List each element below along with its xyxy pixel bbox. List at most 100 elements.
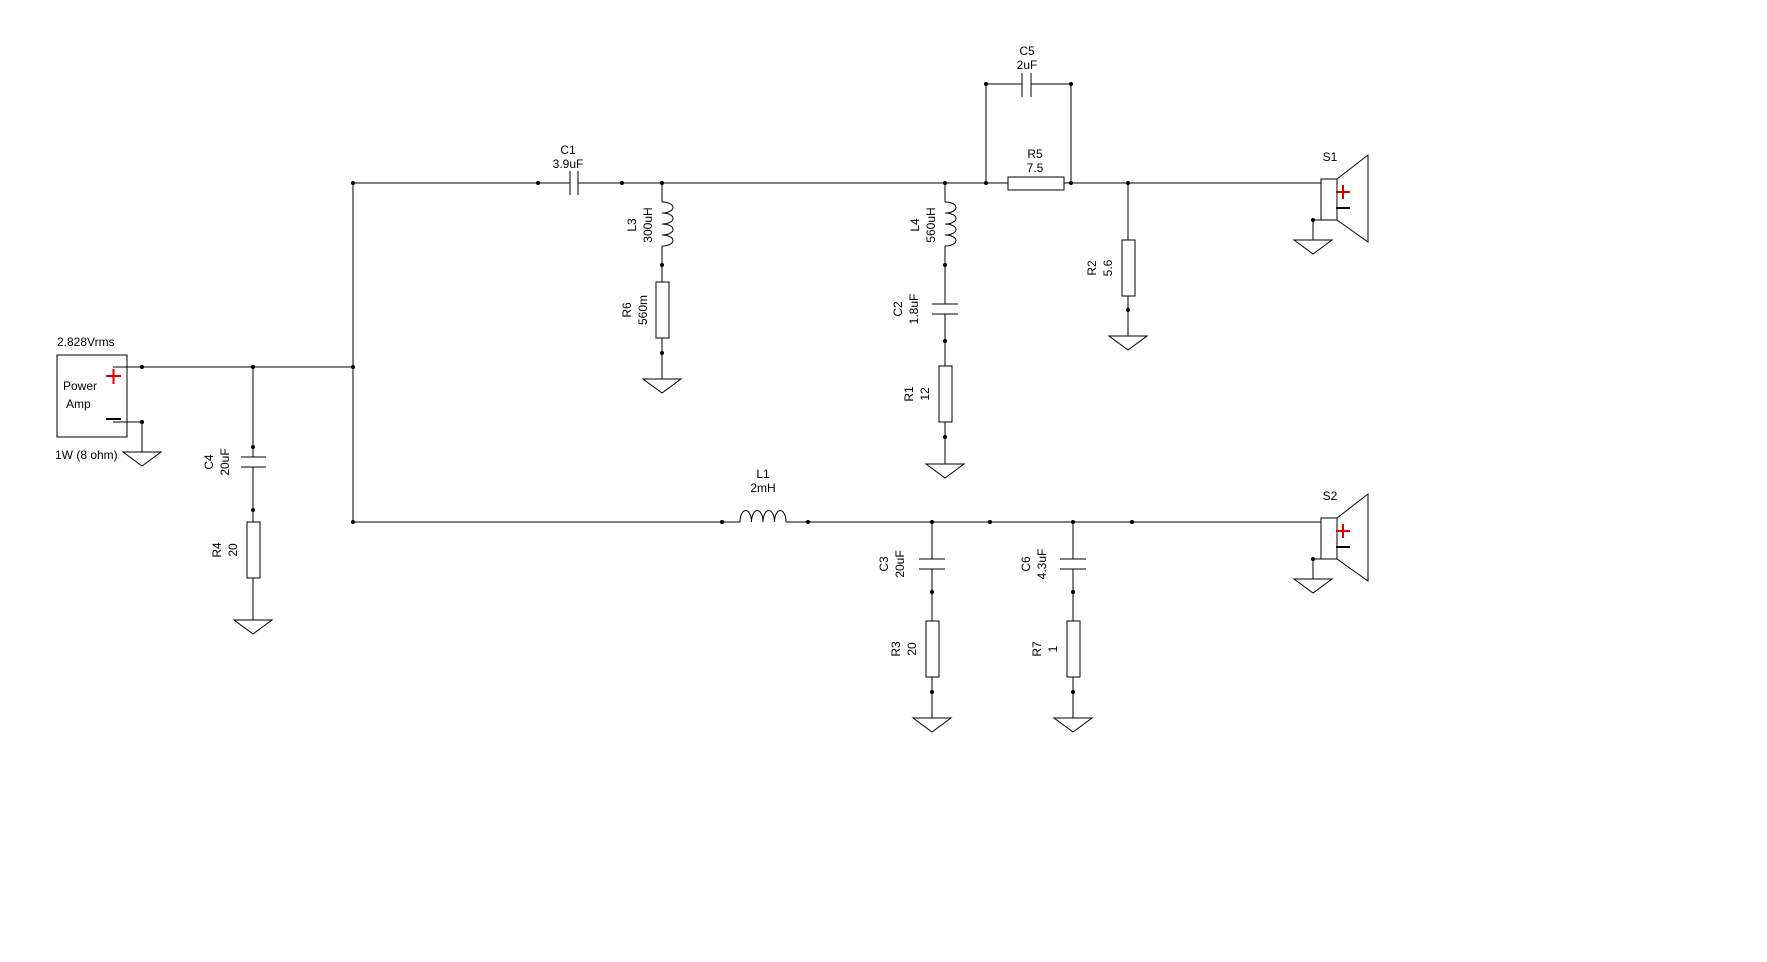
junction-dot bbox=[943, 181, 947, 185]
r3-value-label: 20 bbox=[905, 642, 919, 656]
junction-dot bbox=[943, 263, 947, 267]
junction-dot bbox=[251, 365, 255, 369]
junction-dot bbox=[930, 520, 934, 524]
r6-ref-label: R6 bbox=[620, 302, 634, 318]
source-rating-label: 1W (8 ohm) bbox=[55, 448, 118, 462]
junction-dot bbox=[1071, 590, 1075, 594]
s1-magnet bbox=[1320, 178, 1338, 221]
inductor-l4: L4 560uH bbox=[908, 201, 957, 247]
resistor-r3: R3 20 bbox=[889, 620, 940, 678]
r1-body bbox=[938, 365, 953, 423]
r2-body bbox=[1121, 239, 1136, 297]
l1-coil bbox=[739, 510, 787, 523]
resistor-r1: R1 12 bbox=[902, 365, 953, 423]
junction-dot bbox=[984, 82, 988, 86]
junction-dot bbox=[536, 181, 540, 185]
ground-icon bbox=[1107, 335, 1149, 351]
l3-value-label: 300uH bbox=[641, 207, 655, 242]
junction-dots bbox=[140, 82, 1315, 694]
r2-ref-label: R2 bbox=[1085, 260, 1099, 276]
c1-ref-label: C1 bbox=[560, 143, 576, 157]
ground-icon bbox=[1052, 717, 1094, 733]
capacitor-c2: C2 1.8uF bbox=[891, 294, 958, 324]
junction-dot bbox=[351, 520, 355, 524]
junction-dot bbox=[1311, 218, 1315, 222]
capacitor-c3: C3 20uF bbox=[877, 550, 945, 578]
junction-dot bbox=[984, 181, 988, 185]
r4-ref-label: R4 bbox=[210, 542, 224, 558]
resistor-r5: R5 7.5 bbox=[1007, 147, 1065, 191]
power-amp-box bbox=[56, 354, 128, 438]
l4-coil bbox=[944, 201, 957, 247]
r7-value-label: 1 bbox=[1046, 645, 1060, 652]
c4-value-label: 20uF bbox=[218, 448, 232, 475]
ground-icon bbox=[641, 378, 683, 394]
junction-dot bbox=[1071, 690, 1075, 694]
junction-dot bbox=[720, 520, 724, 524]
r5-ref-label: R5 bbox=[1027, 147, 1043, 161]
wires bbox=[113, 83, 1321, 718]
l1-value-label: 2mH bbox=[750, 481, 775, 495]
r4-body bbox=[246, 521, 261, 579]
ground-icon bbox=[1292, 578, 1334, 594]
c5-value-label: 2uF bbox=[1017, 58, 1038, 72]
s2-magnet bbox=[1320, 517, 1338, 560]
junction-dot bbox=[660, 181, 664, 185]
r1-value-label: 12 bbox=[918, 387, 932, 401]
junction-dot bbox=[1126, 181, 1130, 185]
source-voltage-label: 2.828Vrms bbox=[57, 335, 115, 349]
junction-dot bbox=[930, 690, 934, 694]
junction-dot bbox=[1069, 82, 1073, 86]
junction-dot bbox=[351, 365, 355, 369]
s1-ref-label: S1 bbox=[1323, 150, 1338, 164]
r1-ref-label: R1 bbox=[902, 386, 916, 402]
junction-dot bbox=[140, 365, 144, 369]
c6-ref-label: C6 bbox=[1019, 556, 1033, 572]
ground-icon bbox=[924, 463, 966, 479]
c4-ref-label: C4 bbox=[202, 454, 216, 470]
c5-ref-label: C5 bbox=[1019, 44, 1035, 58]
source-name-line2: Amp bbox=[66, 397, 91, 411]
l3-ref-label: L3 bbox=[625, 218, 639, 232]
speaker-cone-icon bbox=[1336, 153, 1369, 243]
capacitor-c6: C6 4.3uF bbox=[1019, 549, 1086, 580]
junction-dot bbox=[988, 520, 992, 524]
r7-body bbox=[1066, 620, 1081, 678]
junction-dot bbox=[660, 263, 664, 267]
junction-dot bbox=[140, 420, 144, 424]
speaker-cone-icon bbox=[1336, 492, 1369, 582]
r4-value-label: 20 bbox=[226, 543, 240, 557]
l1-ref-label: L1 bbox=[756, 467, 770, 481]
resistor-r6: R6 560m bbox=[620, 281, 670, 339]
capacitor-c1: C1 3.9uF bbox=[553, 143, 584, 195]
resistor-r7: R7 1 bbox=[1030, 620, 1081, 678]
c3-ref-label: C3 bbox=[877, 556, 891, 572]
junction-dot bbox=[943, 339, 947, 343]
r2-value-label: 5.6 bbox=[1101, 259, 1115, 276]
r5-value-label: 7.5 bbox=[1027, 161, 1044, 175]
inductor-l1: L1 2mH bbox=[739, 467, 787, 523]
junction-dot bbox=[930, 590, 934, 594]
junction-dot bbox=[943, 435, 947, 439]
capacitor-c4: C4 20uF bbox=[202, 448, 266, 476]
inductor-l3: L3 300uH bbox=[625, 201, 674, 247]
l4-ref-label: L4 bbox=[908, 218, 922, 232]
ground-icon bbox=[232, 619, 274, 635]
resistor-r4: R4 20 bbox=[210, 521, 261, 579]
ground-icon bbox=[1292, 239, 1334, 255]
l4-value-label: 560uH bbox=[924, 207, 938, 242]
grounds bbox=[121, 239, 1334, 733]
c6-value-label: 4.3uF bbox=[1035, 549, 1049, 580]
resistor-r2: R2 5.6 bbox=[1085, 239, 1136, 297]
junction-dot bbox=[351, 181, 355, 185]
r6-body bbox=[655, 281, 670, 339]
plus-sign-icon bbox=[1336, 524, 1350, 538]
c3-value-label: 20uF bbox=[893, 550, 907, 577]
c1-value-label: 3.9uF bbox=[553, 157, 584, 171]
ground-icon bbox=[911, 717, 953, 733]
speaker-s2: S2 bbox=[1320, 489, 1369, 582]
source-name-line1: Power bbox=[63, 379, 97, 393]
junction-dot bbox=[1130, 520, 1134, 524]
r3-ref-label: R3 bbox=[889, 641, 903, 657]
